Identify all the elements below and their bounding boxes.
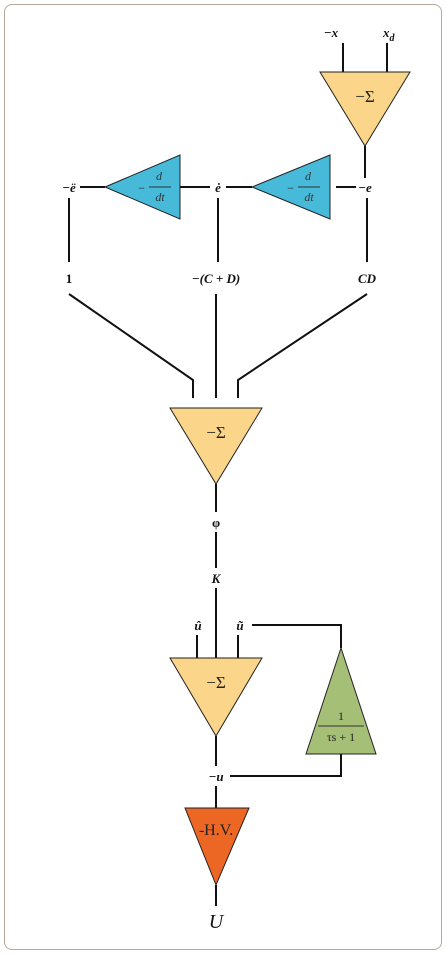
low-sum-label: −Σ xyxy=(206,673,226,692)
signal-labels: −x xd −e ė −ë 1 −(C + D) CD φ K û ũ −u U xyxy=(62,25,395,933)
gain-neg-c-plus-d: −(C + D) xyxy=(192,271,241,286)
deriv2-sign: − xyxy=(138,181,145,195)
wire-gain3-to-sum xyxy=(237,293,368,398)
deriv1-sign: − xyxy=(287,181,294,195)
output-u: U xyxy=(209,911,225,933)
gain-k: K xyxy=(211,571,222,586)
filter-denominator: τs + 1 xyxy=(327,730,355,744)
signal-phi: φ xyxy=(212,515,220,530)
wire-gain1-to-sum xyxy=(68,293,194,398)
input-xd: xd xyxy=(382,25,396,44)
top-sum-label: −Σ xyxy=(355,87,375,106)
mid-sum-block: −Σ xyxy=(169,407,263,485)
signal-neg-u: −u xyxy=(208,769,223,784)
hv-block: -H.V. xyxy=(184,807,250,887)
top-sum-block: −Σ xyxy=(319,71,411,147)
derivative-block-2: − d dt xyxy=(103,154,181,220)
mid-sum-label: −Σ xyxy=(206,423,226,442)
gain-cd: CD xyxy=(358,271,377,286)
signal-neg-e-ddot: −ë xyxy=(62,180,76,195)
deriv1-numerator: d xyxy=(305,169,312,183)
signal-u-tilde: ũ xyxy=(236,618,243,633)
filter-block: 1 τs + 1 xyxy=(305,646,377,755)
deriv2-numerator: d xyxy=(156,169,163,183)
derivative-block-1: − d dt xyxy=(250,154,331,220)
signal-e-dot: ė xyxy=(215,180,221,195)
diagram-frame xyxy=(4,4,442,950)
signal-u-hat: û xyxy=(194,618,201,633)
low-sum-block: −Σ xyxy=(169,657,263,737)
deriv1-denominator: dt xyxy=(304,190,314,204)
gain-1: 1 xyxy=(66,271,73,286)
wires xyxy=(68,43,388,906)
input-neg-x: −x xyxy=(324,25,339,40)
filter-numerator: 1 xyxy=(338,709,344,723)
wire-filter-to-utilde xyxy=(252,624,342,648)
deriv2-denominator: dt xyxy=(155,190,165,204)
signal-neg-e: −e xyxy=(358,180,372,195)
hv-label: -H.V. xyxy=(199,822,233,839)
wire-u-to-filter xyxy=(230,754,342,777)
